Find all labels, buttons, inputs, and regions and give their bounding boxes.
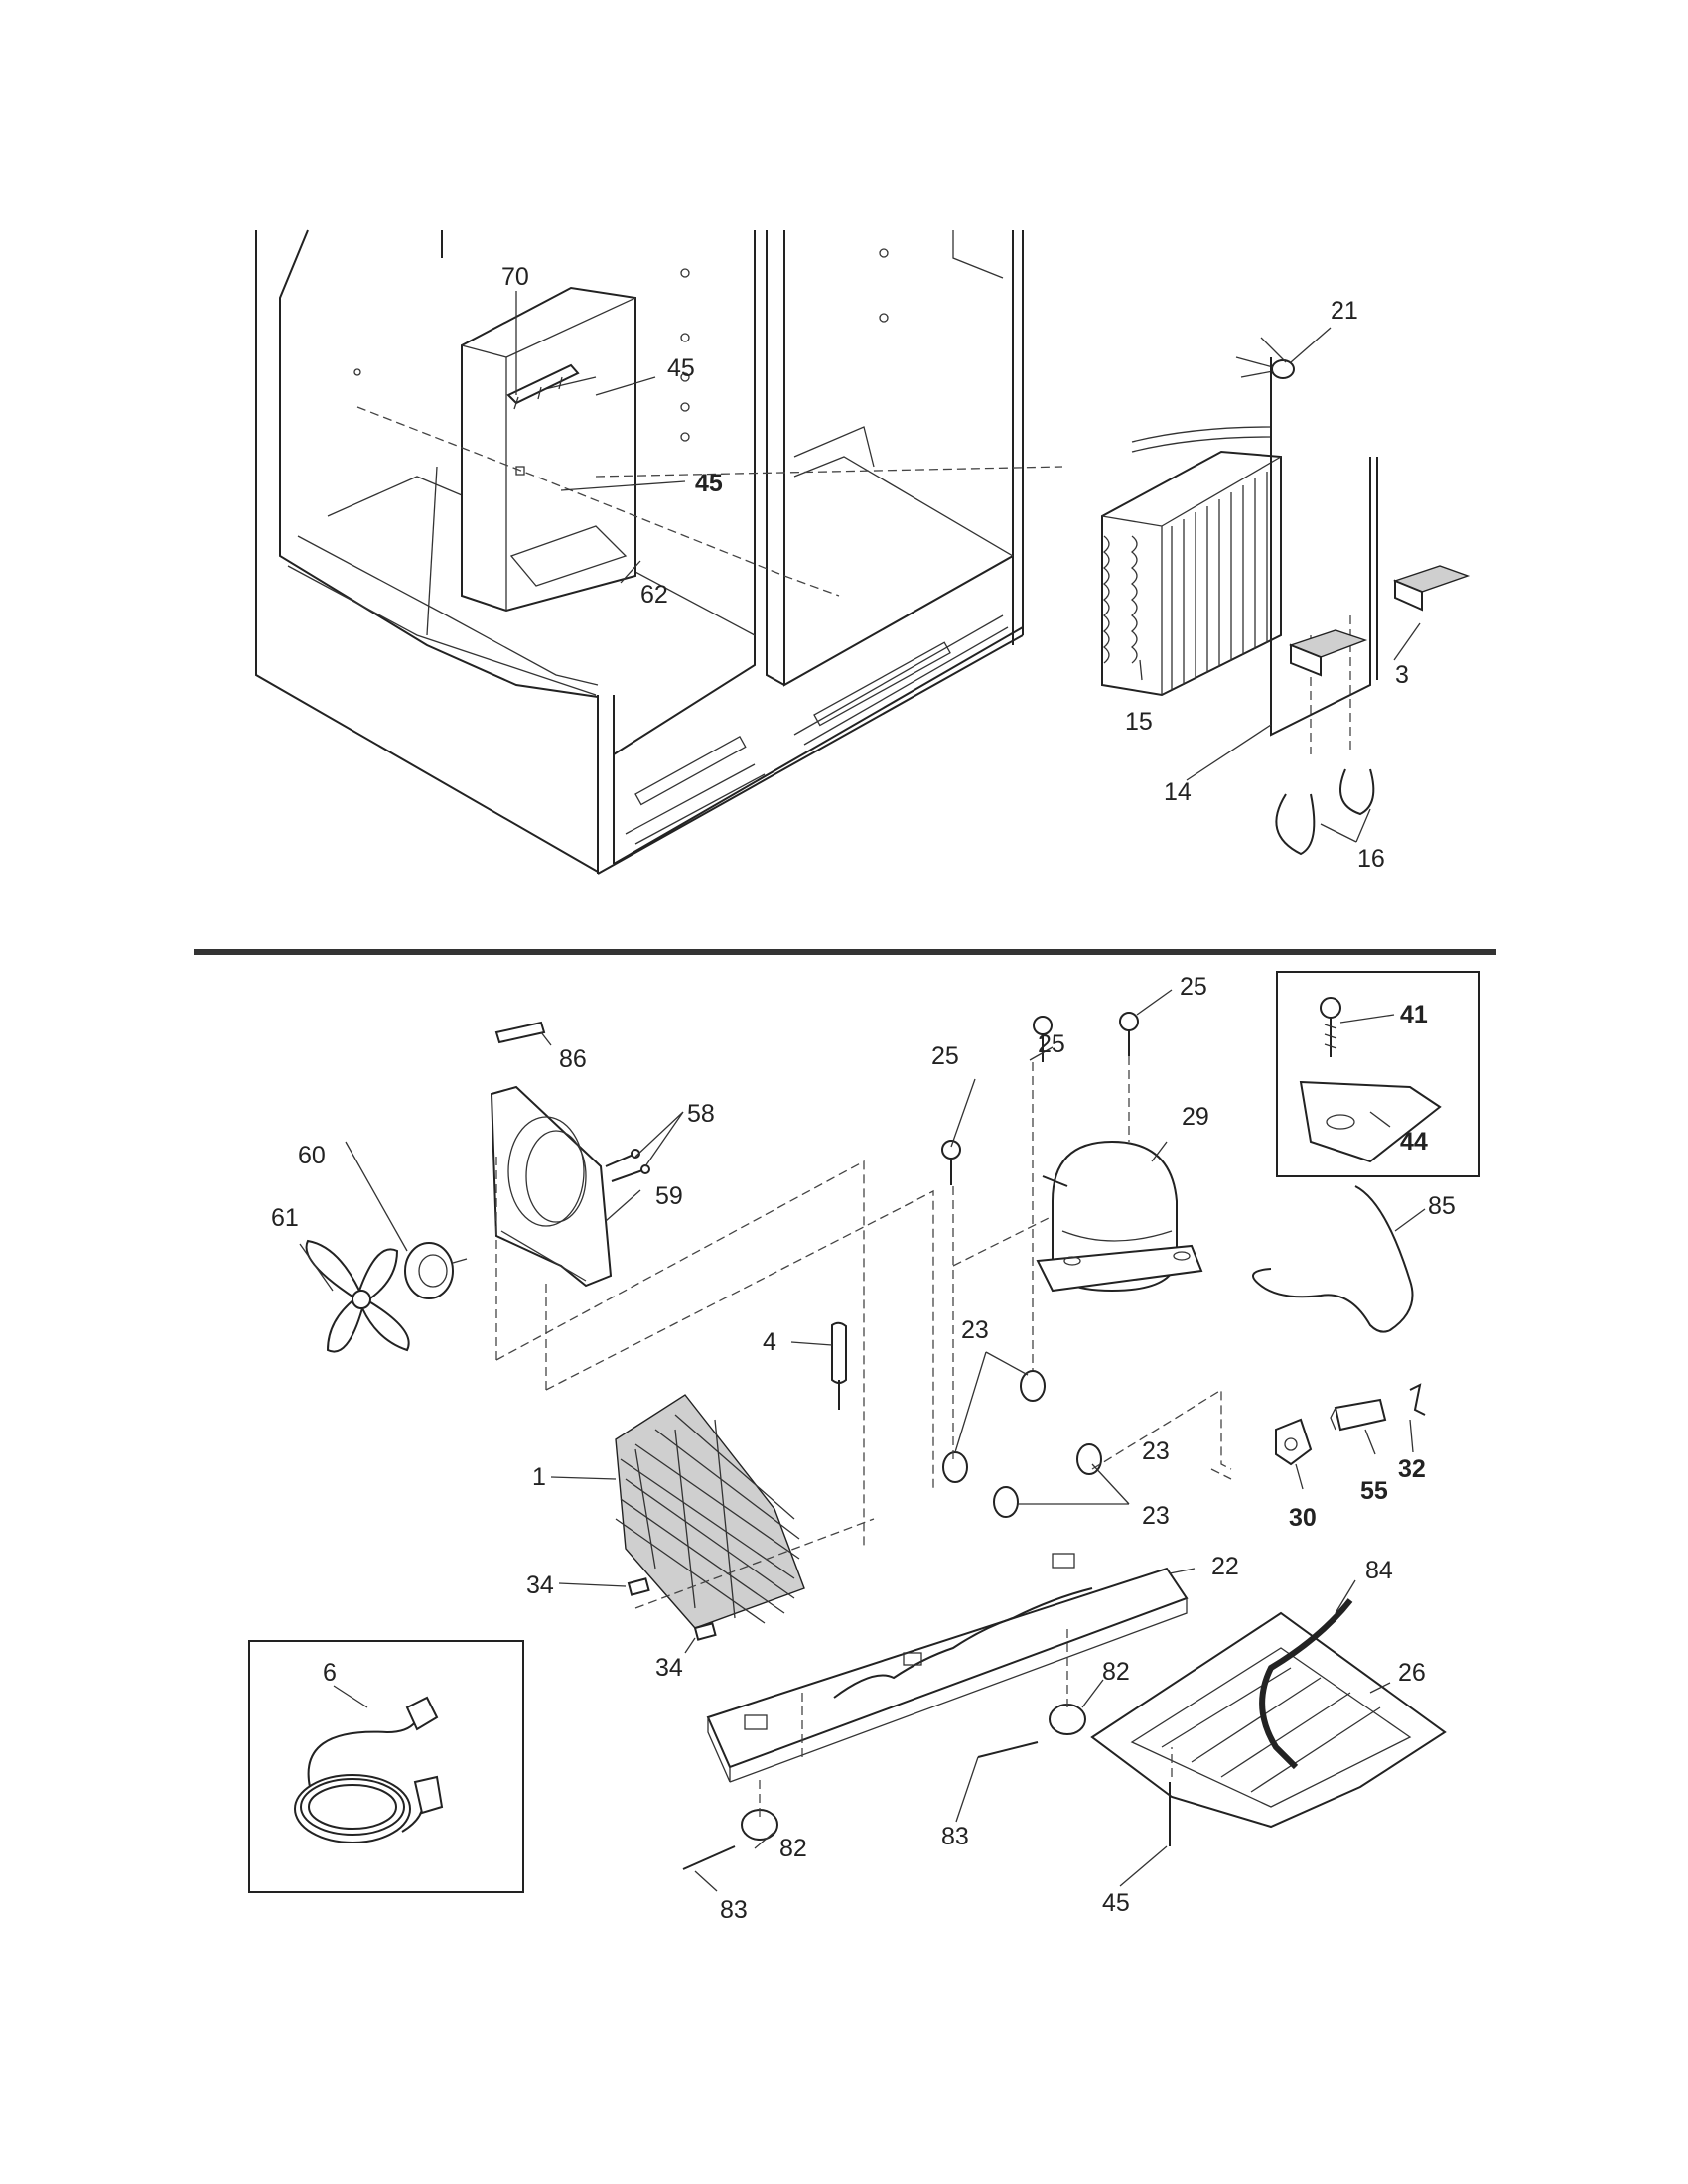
callout-label: 83	[941, 1823, 969, 1850]
clip-part-86	[494, 1021, 546, 1044]
hose-part-84	[1259, 1598, 1353, 1770]
callout-label: 34	[655, 1654, 683, 1682]
screws-part-83	[682, 1741, 1039, 1870]
clips-part-16	[1275, 768, 1375, 856]
screws-part-58	[605, 1149, 650, 1182]
inset-box-screw-bracket	[1276, 971, 1480, 1177]
refrigerator-cabinet	[255, 229, 1024, 875]
section-separator	[194, 949, 1496, 955]
callout-label: 25	[1180, 973, 1207, 1001]
callout-label: 45	[695, 470, 723, 497]
callout-label: 23	[1142, 1502, 1170, 1530]
grommets-part-23	[942, 1370, 1102, 1518]
callout-label: 44	[1400, 1128, 1428, 1156]
callout-label: 34	[526, 1571, 554, 1599]
heater-part-14	[1270, 357, 1378, 737]
callout-label: 41	[1400, 1001, 1428, 1028]
coil-fins	[1102, 472, 1268, 690]
callout-label: 15	[1125, 708, 1153, 736]
compressor-part-29	[1036, 1140, 1203, 1293]
callout-label: 82	[1102, 1658, 1130, 1686]
feet-part-82	[741, 1704, 1086, 1841]
fan-blade-part-61	[305, 1239, 410, 1353]
callout-label: 84	[1365, 1557, 1393, 1584]
callout-label: 1	[532, 1463, 546, 1491]
callout-label: 14	[1164, 778, 1192, 806]
fan-motor-part-60	[404, 1242, 468, 1299]
screw-part-41	[1320, 997, 1341, 1057]
sensor-part-21	[1235, 337, 1295, 379]
callout-label: 3	[1395, 661, 1409, 689]
callout-label: 85	[1428, 1192, 1456, 1220]
callout-label: 25	[931, 1042, 959, 1070]
callout-label: 29	[1182, 1103, 1209, 1131]
callout-label: 60	[298, 1142, 326, 1169]
callout-label: 21	[1331, 297, 1358, 325]
callout-label: 25	[1038, 1030, 1065, 1058]
condenser-part-1	[615, 1394, 805, 1629]
callout-label: 26	[1398, 1659, 1426, 1687]
callout-label: 23	[1142, 1437, 1170, 1465]
callout-label: 32	[1398, 1455, 1426, 1483]
callout-label: 6	[323, 1659, 337, 1687]
drain-pan-part-26	[1090, 1611, 1447, 1829]
callout-label: 86	[559, 1045, 587, 1073]
bracket-part-70	[506, 363, 580, 410]
insulation-blocks-part-3	[1288, 565, 1471, 677]
callout-label: 4	[763, 1328, 776, 1356]
callout-labels-bottom: 86 58 60 59 61 25 25 25 29 41 44 85 4 23…	[271, 973, 1456, 1924]
callout-label: 83	[720, 1896, 748, 1924]
callout-label: 82	[779, 1835, 807, 1862]
bracket-part-44	[1299, 1080, 1442, 1163]
callout-labels-top: 70 45 45 62 21 3 15 14 16	[501, 263, 1409, 873]
callout-label: 45	[667, 354, 695, 382]
callout-label: 23	[961, 1316, 989, 1344]
inset-box-power-cord	[248, 1640, 524, 1893]
callout-label: 16	[1357, 845, 1385, 873]
callout-label: 58	[687, 1100, 715, 1128]
power-cord-part-6	[294, 1696, 444, 1843]
callout-label: 55	[1360, 1477, 1388, 1505]
screws-part-25	[941, 1012, 1139, 1185]
relay-part-30	[1275, 1418, 1313, 1466]
bottom-assembly-lines	[495, 1056, 1232, 1817]
ice-bucket-part-62	[461, 286, 636, 613]
leader-lines	[299, 291, 1426, 1892]
callout-label: 61	[271, 1204, 299, 1232]
fan-shroud-part-59	[490, 1085, 613, 1288]
cover-part-32	[1409, 1383, 1426, 1416]
callout-label: 70	[501, 263, 529, 291]
base-plate-part-22	[706, 1553, 1189, 1783]
callout-label: 22	[1211, 1553, 1239, 1580]
filter-drier-part-4	[831, 1321, 847, 1410]
callout-label: 62	[640, 581, 668, 609]
callout-label: 30	[1289, 1504, 1317, 1532]
callout-label: 59	[655, 1182, 683, 1210]
tube-part-85	[1252, 1185, 1414, 1333]
overload-part-55	[1330, 1398, 1387, 1432]
callout-label: 45	[1102, 1889, 1130, 1917]
spacers-part-34	[627, 1577, 717, 1641]
evaporator-coil-part-15	[1101, 426, 1282, 697]
